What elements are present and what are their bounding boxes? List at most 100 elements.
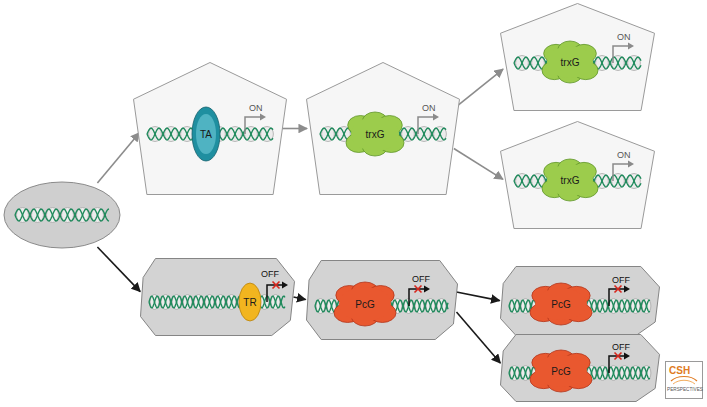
- cell-shape: ON trxG: [500, 121, 655, 229]
- dna-strand: [514, 175, 641, 187]
- dna-strand: [514, 57, 641, 69]
- protein-shine: [196, 114, 216, 154]
- state-label: ON: [617, 151, 631, 161]
- protein-core: [535, 288, 587, 320]
- protein-complex: TR: [238, 282, 262, 322]
- dna-strand: [514, 57, 641, 69]
- dna-strand: [147, 128, 273, 140]
- promoter-arrow: [613, 46, 628, 63]
- protein-complex: trxG: [542, 41, 598, 83]
- shape-group: [134, 63, 287, 195]
- cell-body: [501, 122, 655, 229]
- off-cross: [415, 286, 422, 293]
- transition-arrow: [281, 128, 307, 130]
- protein-label: PcG: [551, 299, 570, 310]
- protein-complex: TA: [191, 106, 221, 162]
- protein-label: trxG: [366, 129, 385, 140]
- shape-group: [4, 182, 120, 248]
- protein-complex: PcG: [530, 283, 592, 325]
- transition-arrow: [456, 312, 500, 363]
- protein-complex: trxG: [346, 112, 404, 156]
- protein-core: [339, 287, 391, 321]
- state-label: ON: [617, 33, 631, 43]
- dna-strand: [15, 209, 109, 221]
- protein-label: TR: [243, 297, 256, 308]
- shape-group: [239, 283, 261, 321]
- state-label: ON: [422, 104, 436, 114]
- promoter-arrowhead: [260, 114, 266, 121]
- shape-group: [501, 335, 660, 402]
- shape-group: [530, 350, 592, 392]
- protein-core: [351, 117, 399, 151]
- cell-shape: ON trxG: [500, 3, 655, 111]
- cell-body: [307, 63, 460, 195]
- protein-body: [192, 107, 220, 161]
- shape-group: [346, 112, 404, 156]
- logo-swirl: [673, 380, 695, 384]
- state-label: OFF: [412, 275, 430, 285]
- transition-arrow: [456, 292, 499, 301]
- promoter-arrow: [418, 117, 433, 134]
- promoter-arrowhead: [624, 353, 630, 360]
- protein-label: PcG: [355, 299, 374, 310]
- cell-shape: OFF PcG: [306, 260, 458, 340]
- shape-group: [542, 159, 598, 201]
- promoter-arrow: [245, 117, 260, 134]
- dna-strand: [320, 128, 446, 140]
- shape-group: [334, 282, 396, 326]
- promoter-arrowhead: [628, 161, 634, 168]
- protein-complex: trxG: [542, 159, 598, 201]
- cell-shape: OFF TR: [140, 258, 295, 336]
- protein-core: [535, 355, 587, 387]
- state-label: ON: [249, 104, 263, 114]
- logo-text: CSH: [669, 366, 690, 376]
- shape-group: [192, 107, 220, 161]
- transition-arrow: [454, 69, 503, 108]
- cell-shape: [3, 181, 121, 249]
- transition-arrow: [293, 297, 305, 300]
- dna-strand: [514, 175, 641, 187]
- promoter-arrowhead: [624, 286, 630, 293]
- protein-body: [239, 283, 261, 321]
- logo-text: PERSPECTIVES: [667, 388, 703, 393]
- cell-body: [501, 335, 660, 402]
- cell-body: [307, 261, 458, 340]
- off-cross: [273, 282, 280, 289]
- off-cross: [615, 353, 622, 360]
- protein-core: [547, 164, 593, 196]
- promoter-arrowhead: [282, 282, 288, 289]
- cell-body: [501, 4, 655, 111]
- shape-group: [501, 4, 655, 111]
- dna-strand: [320, 128, 446, 140]
- cell-shape: ON trxG: [306, 62, 460, 195]
- shape-group: [501, 122, 655, 229]
- cell-shape: OFF PcG: [500, 334, 660, 402]
- dna-strand: [149, 296, 285, 308]
- cell-body: [134, 63, 287, 195]
- protein-label: trxG: [561, 57, 580, 68]
- dna-strand: [149, 296, 285, 308]
- state-label: OFF: [612, 276, 630, 286]
- cell-outline: [3, 181, 121, 249]
- transition-arrow: [454, 148, 503, 179]
- shape-group: [542, 41, 598, 83]
- protein-label: PcG: [551, 366, 570, 377]
- shape-group: [307, 63, 460, 195]
- state-label: OFF: [261, 270, 279, 280]
- transition-arrow: [97, 247, 140, 292]
- off-cross: [615, 286, 622, 293]
- cell-shape: OFF PcG: [500, 266, 660, 336]
- state-label: OFF: [612, 343, 630, 353]
- protein-label: TA: [200, 129, 212, 140]
- cell-body: [141, 259, 295, 336]
- shape-group: [307, 261, 458, 340]
- promoter-arrowhead: [424, 286, 430, 293]
- cell-shape: ON TA: [133, 62, 287, 195]
- promoter-arrow: [613, 164, 628, 181]
- shape-group: [501, 267, 660, 336]
- transition-arrow: [97, 133, 139, 183]
- protein-complex: PcG: [530, 350, 592, 392]
- protein-complex: PcG: [334, 282, 396, 326]
- protein-label: trxG: [561, 175, 580, 186]
- shape-group: [141, 259, 295, 336]
